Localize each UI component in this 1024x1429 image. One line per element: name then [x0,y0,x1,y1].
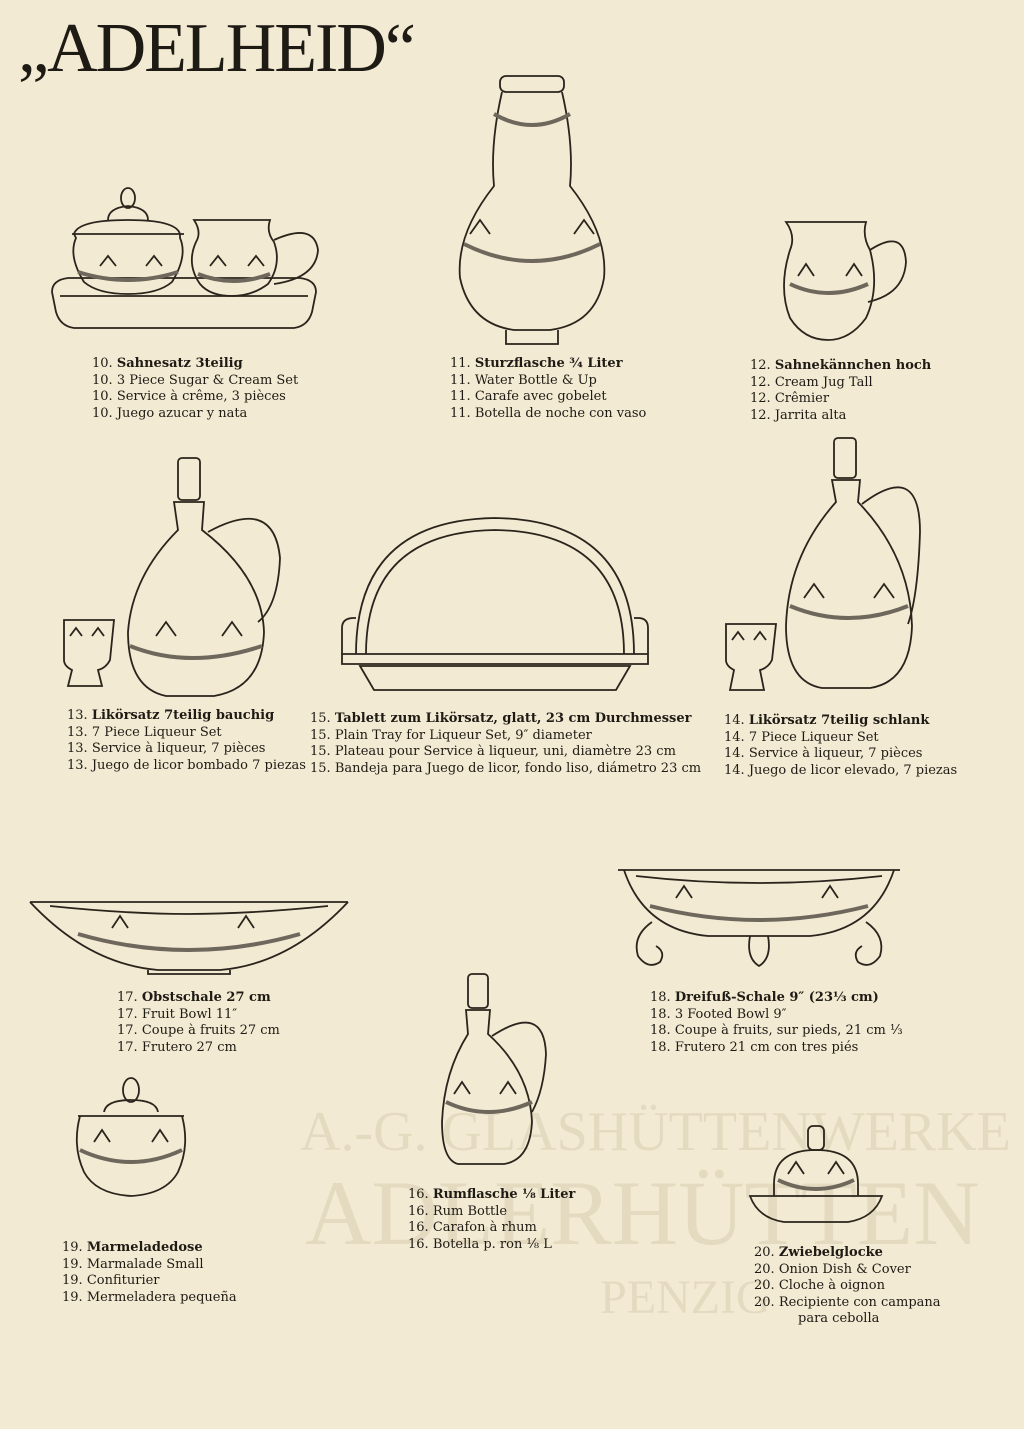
item-16-name-fr: 16. Carafon à rhum [408,1220,537,1236]
item-18-name-fr: 18. Coupe à fruits, sur pieds, 21 cm ⅓ [650,1023,903,1039]
item-18-caption: 18. Dreifuß-Schale 9″ (23⅓ cm) 18. 3 Foo… [650,990,903,1056]
item-20-name-es: 20. Recipiente con campana [754,1294,941,1310]
watermark-line-1: A.-G. GLASHÜTTENWERKE [300,1101,1011,1163]
item-13-name-en: 13. 7 Piece Liqueur Set [67,724,222,740]
item-15-name-fr: 15. Plateau pour Service à liqueur, uni,… [310,744,676,760]
item-14-name-es: 14. Juego de licor elevado, 7 piezas [724,762,958,778]
item-17-name-fr: 17. Coupe à fruits 27 cm [117,1023,280,1039]
item-13-name-de: 13. Likörsatz 7teilig bauchig [67,708,275,723]
sugar-cream-set-illustration [48,184,320,340]
item-18-name-en: 18. 3 Footed Bowl 9″ [650,1006,787,1022]
item-16-name-es: 16. Botella p. ron ⅛ L [408,1236,552,1252]
item-14-name-fr: 14. Service à liqueur, 7 pièces [724,746,923,762]
item-11-caption: 11. Sturzflasche ¾ Liter 11. Water Bottl… [450,356,646,422]
item-14-name-de: 14. Likörsatz 7teilig schlank [724,713,930,728]
item-10-name-de: 10. Sahnesatz 3teilig [92,356,243,371]
watermark-line-2: ADLERHÜTTEN [305,1162,980,1264]
item-11-name-de: 11. Sturzflasche ¾ Liter [450,356,623,371]
item-16-name-en: 16. Rum Bottle [408,1203,508,1219]
item-12-name-fr: 12. Crêmier [750,391,830,407]
item-13-caption: 13. Likörsatz 7teilig bauchig 13. 7 Piec… [67,708,306,774]
item-17-caption: 17. Obstschale 27 cm 17. Fruit Bowl 11″ … [117,990,280,1056]
item-12-caption: 12. Sahnekännchen hoch 12. Cream Jug Tal… [750,358,931,424]
item-11-name-fr: 11. Carafe avec gobelet [450,389,607,405]
item-17-name-de: 17. Obstschale 27 cm [117,990,271,1005]
cream-jug-illustration [776,218,908,344]
item-15-name-de: 15. Tablett zum Likörsatz, glatt, 23 cm … [310,711,692,726]
item-10-name-fr: 10. Service à crême, 3 pièces [92,389,286,405]
item-19-name-fr: 19. Confiturier [62,1273,160,1289]
item-13-name-fr: 13. Service à liqueur, 7 pièces [67,741,266,757]
fruit-bowl-illustration [28,896,350,976]
item-19-name-de: 19. Marmeladedose [62,1240,203,1255]
item-19-name-en: 19. Marmalade Small [62,1256,204,1272]
item-20-name-es-cont: para cebolla [798,1311,880,1327]
liqueur-set-slim-illustration [724,436,922,692]
marmalade-dish-illustration [72,1076,190,1200]
rum-bottle-illustration [440,972,548,1170]
item-17-name-es: 17. Frutero 27 cm [117,1039,237,1055]
item-18-name-es: 18. Frutero 21 cm con tres piés [650,1039,859,1055]
item-20-name-fr: 20. Cloche à oignon [754,1278,885,1294]
item-10-name-en: 10. 3 Piece Sugar & Cream Set [92,372,299,388]
water-bottle-illustration [450,74,614,346]
item-14-name-en: 14. 7 Piece Liqueur Set [724,729,879,745]
item-12-name-en: 12. Cream Jug Tall [750,374,873,390]
item-14-caption: 14. Likörsatz 7teilig schlank 14. 7 Piec… [724,713,957,779]
item-12-name-de: 12. Sahnekännchen hoch [750,358,932,373]
item-15-name-es: 15. Bandeja para Juego de licor, fondo l… [310,760,702,776]
item-19-name-es: 19. Mermeladera pequeña [62,1289,237,1305]
item-15-caption: 15. Tablett zum Likörsatz, glatt, 23 cm … [310,711,701,777]
item-20-name-de: 20. Zwiebelglocke [754,1245,883,1260]
item-17-name-en: 17. Fruit Bowl 11″ [117,1006,238,1022]
item-13-name-es: 13. Juego de licor bombado 7 piezas [67,757,306,773]
liqueur-set-bulbous-illustration [62,456,284,708]
item-16-caption: 16. Rumflasche ⅛ Liter 16. Rum Bottle 16… [408,1187,575,1253]
watermark-line-3: PENZIG [600,1271,771,1324]
item-10-caption: 10. Sahnesatz 3teilig 10. 3 Piece Sugar … [92,356,298,422]
liqueur-tray-illustration [340,514,650,692]
item-11-name-en: 11. Water Bottle & Up [450,372,597,388]
item-10-name-es: 10. Juego azucar y nata [92,405,248,421]
footed-bowl-illustration [616,866,902,974]
item-20-name-en: 20. Onion Dish & Cover [754,1261,911,1277]
item-19-caption: 19. Marmeladedose 19. Marmalade Small 19… [62,1240,237,1306]
item-11-name-es: 11. Botella de noche con vaso [450,405,647,421]
onion-dish-illustration [748,1124,884,1224]
item-18-name-de: 18. Dreifuß-Schale 9″ (23⅓ cm) [650,990,879,1005]
item-12-name-es: 12. Jarrita alta [750,407,847,423]
item-16-name-de: 16. Rumflasche ⅛ Liter [408,1187,576,1202]
item-20-caption: 20. Zwiebelglocke 20. Onion Dish & Cover… [754,1245,941,1328]
page-title: „ADELHEID“ [18,10,416,87]
item-15-name-en: 15. Plain Tray for Liqueur Set, 9″ diame… [310,727,592,743]
